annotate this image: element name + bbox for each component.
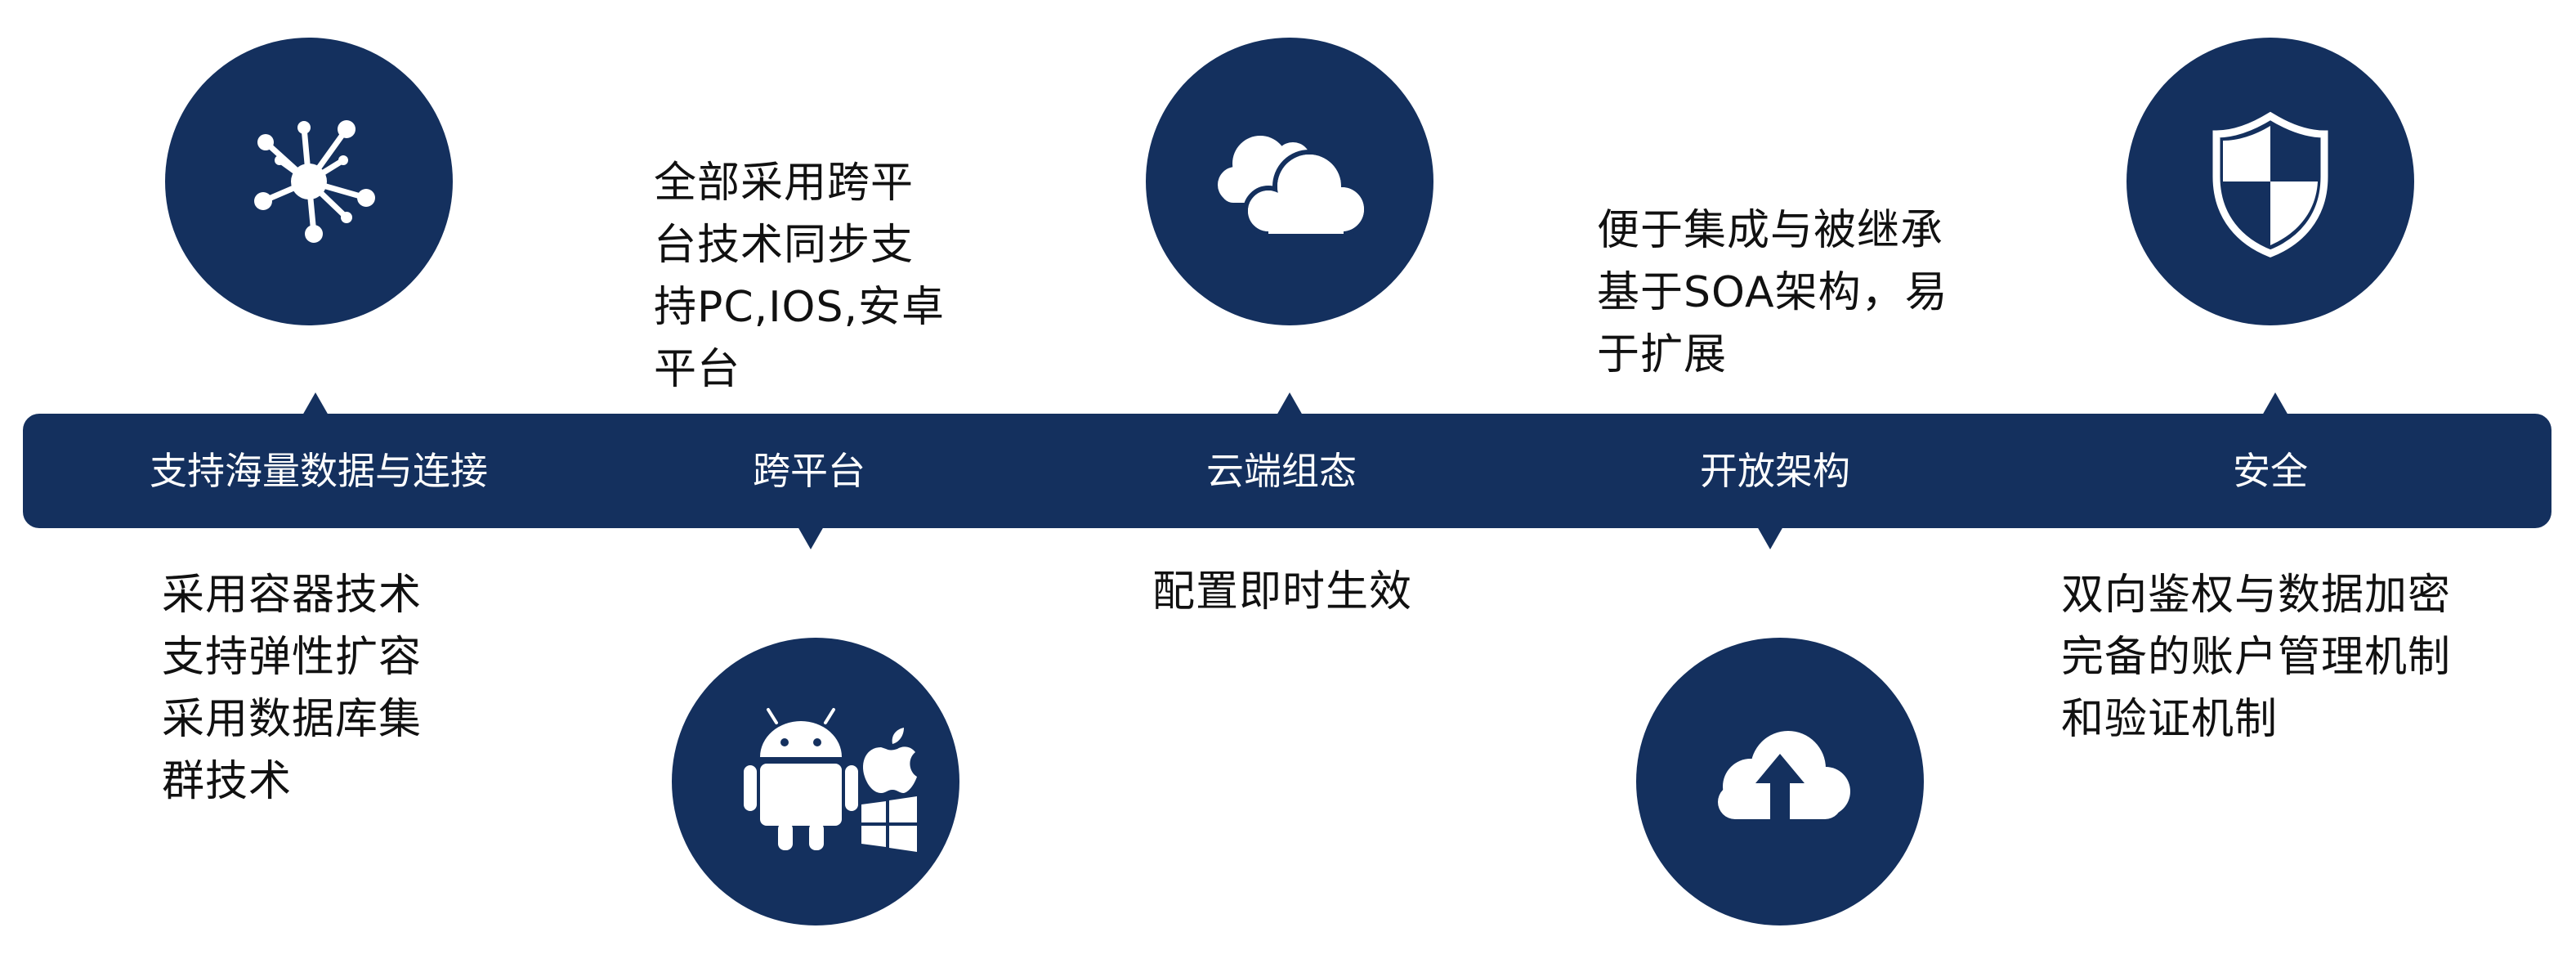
desc-open-arch: 便于集成与被继承 基于SOA架构，易 于扩展 — [1597, 199, 1948, 386]
band-label-massive-data: 支持海量数据与连接 — [150, 449, 488, 493]
desc-line: 配置即时生效 — [1152, 567, 1413, 616]
band-notch-up — [2262, 392, 2288, 415]
desc-line: 平台 — [654, 345, 741, 394]
circle-open-arch — [1636, 638, 1924, 925]
band-notch-up — [1277, 392, 1303, 415]
desc-line: 台技术同步支 — [654, 221, 915, 270]
band-label-cross-platform: 跨平台 — [753, 449, 865, 493]
circle-cross-platform — [672, 638, 959, 925]
circle-cloud-config — [1146, 38, 1433, 325]
desc-line: 于扩展 — [1597, 330, 1728, 379]
band-label-cloud-config: 云端组态 — [1206, 449, 1357, 493]
band-notch-down — [798, 527, 824, 549]
desc-cross-platform: 全部采用跨平 台技术同步支 持PC,IOS,安卓 平台 — [654, 152, 945, 401]
desc-line: 采用容器技术 — [162, 571, 423, 620]
android-apple-windows-icon — [744, 708, 917, 852]
desc-line: 基于SOA架构，易 — [1597, 268, 1948, 317]
desc-line: 便于集成与被继承 — [1597, 206, 1944, 255]
desc-line: 持PC,IOS,安卓 — [654, 283, 945, 332]
desc-security: 双向鉴权与数据加密 完备的账户管理机制 和验证机制 — [2061, 564, 2451, 751]
desc-cloud-config: 配置即时生效 — [1152, 561, 1412, 623]
desc-line: 全部采用跨平 — [654, 159, 915, 208]
desc-line: 采用数据库集 — [162, 695, 423, 744]
timeline-band: 支持海量数据与连接 跨平台 云端组态 开放架构 安全 — [23, 414, 2551, 528]
cloud-upload-icon — [1718, 731, 1850, 819]
network-hub-icon — [254, 120, 375, 243]
band-label-open-arch: 开放架构 — [1700, 449, 1850, 493]
shield-icon — [2212, 111, 2328, 258]
circle-security — [2127, 38, 2414, 325]
cloud-icon — [1218, 136, 1369, 236]
band-notch-up — [302, 392, 329, 415]
desc-line: 双向鉴权与数据加密 — [2061, 571, 2452, 620]
desc-line: 群技术 — [162, 757, 293, 806]
band-label-security: 安全 — [2233, 449, 2308, 493]
desc-massive-data: 采用容器技术 支持弹性扩容 采用数据库集 群技术 — [162, 564, 422, 813]
desc-line: 支持弹性扩容 — [162, 633, 423, 682]
desc-line: 完备的账户管理机制 — [2061, 633, 2452, 682]
band-notch-down — [1757, 527, 1783, 549]
desc-line: 和验证机制 — [2061, 695, 2279, 744]
circle-massive-data — [165, 38, 453, 325]
